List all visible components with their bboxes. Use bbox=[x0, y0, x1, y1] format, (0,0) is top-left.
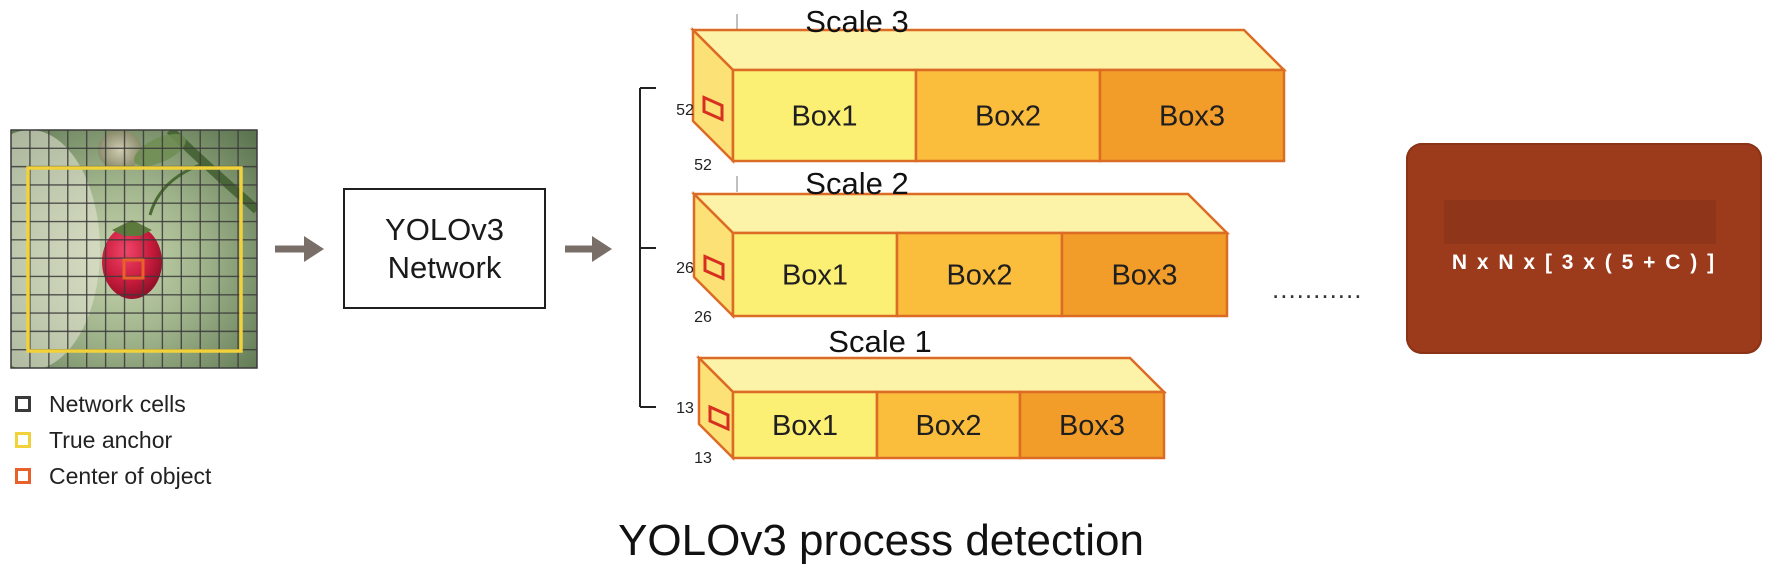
legend-item-center-of-object: Center of object bbox=[15, 458, 275, 494]
scale-1-box-1-label: Box1 bbox=[772, 410, 838, 442]
image-raspberry-calyx bbox=[112, 220, 152, 236]
arrow-image-to-network bbox=[275, 236, 324, 262]
scale-3-box-2-label: Box2 bbox=[975, 101, 1041, 133]
scale-3-box-1-label: Box1 bbox=[791, 101, 857, 133]
scale-3-box-3-label: Box3 bbox=[1159, 101, 1225, 133]
image-frame bbox=[10, 129, 258, 369]
scale-1-box-1 bbox=[731, 390, 879, 460]
scale-2-tensor: Box1 Box2 Box3 Scale 2 26 26 bbox=[676, 166, 1231, 326]
legend-item-true-anchor: True anchor bbox=[15, 422, 275, 458]
network-title-line1: YOLOv3 bbox=[385, 211, 504, 247]
tensor-top-face bbox=[690, 192, 1231, 235]
scale-1-title: Scale 1 bbox=[828, 324, 931, 359]
legend-label-network-cells: Network cells bbox=[49, 390, 186, 417]
image-raspberry bbox=[102, 225, 162, 299]
image-blur-light bbox=[11, 130, 100, 368]
true-anchor-swatch-icon bbox=[15, 432, 31, 448]
figure-caption: YOLOv3 process detection bbox=[0, 516, 1772, 566]
output-highlight-strip bbox=[1444, 200, 1716, 244]
scale-2-title: Scale 2 bbox=[805, 166, 908, 201]
legend-item-network-cells: Network cells bbox=[15, 386, 275, 422]
scale-3-size-bottom: 52 bbox=[694, 157, 712, 174]
tensor-top-face bbox=[695, 356, 1168, 394]
ellipsis: ........... bbox=[1272, 274, 1362, 304]
scale-2-size-bottom: 26 bbox=[694, 309, 712, 326]
tensor-cell-marker bbox=[702, 95, 724, 122]
input-image bbox=[11, 130, 257, 368]
output-tensor-box: N x N x [ 3 x ( 5 + C ) ] bbox=[1406, 143, 1762, 354]
image-leaf bbox=[134, 133, 186, 167]
tensor-cell-marker bbox=[703, 254, 725, 281]
scale-1-box-2-label: Box2 bbox=[915, 410, 981, 442]
tensor-cell-marker bbox=[708, 404, 730, 432]
network-cells-grid bbox=[11, 130, 257, 368]
scale-1-box-3-label: Box3 bbox=[1059, 410, 1125, 442]
scale-1-size-bottom: 13 bbox=[694, 450, 712, 467]
scale-3-box-3 bbox=[1098, 68, 1286, 163]
scale-2-box-2-label: Box2 bbox=[946, 260, 1012, 292]
caption-text: YOLOv3 process detection bbox=[618, 516, 1144, 565]
tensor-top-face bbox=[689, 28, 1288, 72]
scale-3-box-1 bbox=[731, 68, 918, 163]
legend-label-true-anchor: True anchor bbox=[49, 426, 173, 453]
scale-bracket bbox=[639, 87, 656, 408]
scale-2-box-3 bbox=[1060, 231, 1229, 318]
legend-label-center-of-object: Center of object bbox=[49, 462, 212, 489]
output-formula: N x N x [ 3 x ( 5 + C ) ] bbox=[1451, 251, 1717, 274]
scale-3-tensor: Box1 Box2 Box3 Scale 3 52 52 bbox=[676, 4, 1288, 174]
scale-1-box-3 bbox=[1018, 390, 1166, 460]
scale-1-size-side: 13 bbox=[676, 400, 694, 417]
scale-3-size-side: 52 bbox=[676, 102, 694, 119]
network-title-line2: Network bbox=[387, 249, 502, 285]
true-anchor-box bbox=[26, 166, 243, 353]
scale-3-title: Scale 3 bbox=[805, 4, 908, 39]
scale-2-box-2 bbox=[895, 231, 1064, 318]
center-of-object-swatch-icon bbox=[15, 468, 31, 484]
scale-1-box-2 bbox=[875, 390, 1022, 460]
scale-1-tensor: Box1 Box2 Box3 Scale 1 13 13 bbox=[676, 324, 1168, 467]
scale-2-box-1-label: Box1 bbox=[782, 260, 848, 292]
scale-3-box-2 bbox=[914, 68, 1102, 163]
yolov3-network-box: YOLOv3 Network bbox=[343, 188, 546, 309]
scale-2-size-side: 26 bbox=[676, 260, 694, 277]
scale-2-box-1 bbox=[731, 231, 899, 318]
legend: Network cells True anchor Center of obje… bbox=[15, 386, 275, 494]
arrow-network-to-scales bbox=[565, 236, 612, 262]
object-center-cell bbox=[122, 258, 145, 280]
scale-2-box-3-label: Box3 bbox=[1111, 260, 1177, 292]
network-cells-swatch-icon bbox=[15, 396, 31, 412]
image-blurred-berry bbox=[98, 130, 142, 170]
